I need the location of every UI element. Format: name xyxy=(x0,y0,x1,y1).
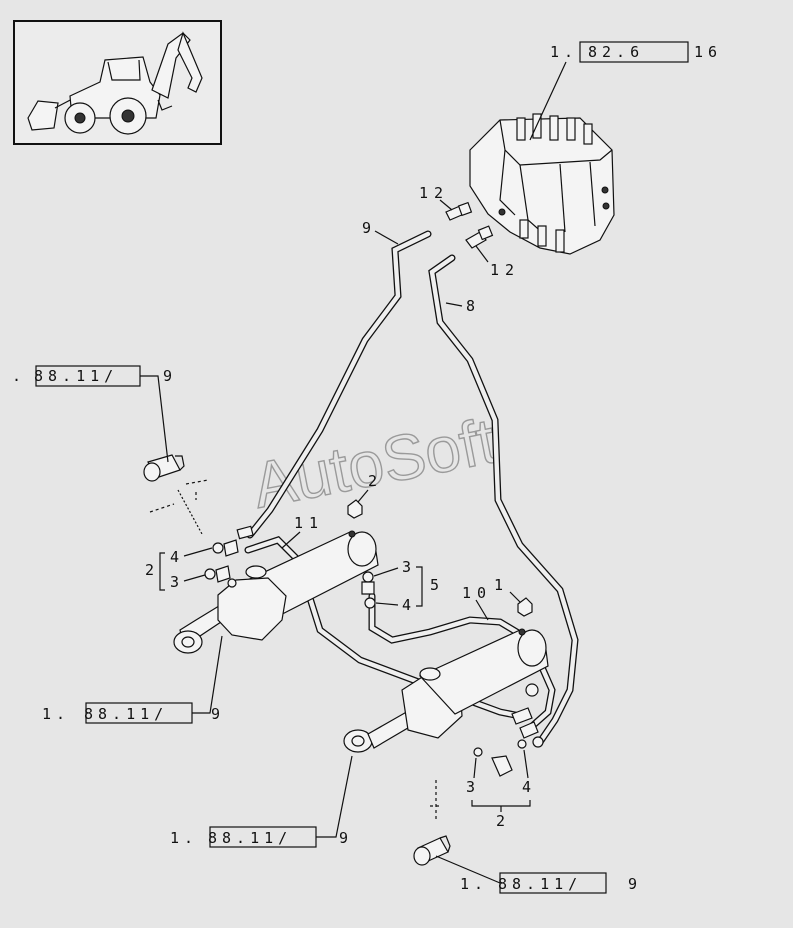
callout-group-bot-2: 2 xyxy=(496,812,505,830)
leader-pipe-left xyxy=(374,230,399,245)
callout-pipe-left: 9 xyxy=(362,219,371,237)
plug-2[interactable] xyxy=(347,499,363,519)
callout-group-mid-3: 3 xyxy=(402,558,411,576)
ref-bottom-suffix: 9 xyxy=(628,875,642,893)
ref-bottom-prefix: 1. xyxy=(460,875,488,893)
ref-cyl-bottom-prefix: 1. xyxy=(170,829,198,847)
hydraulic-cylinder-lower[interactable] xyxy=(343,628,549,753)
ref-cyl-bottom-suffix: 9 xyxy=(339,829,353,847)
leader-ref-cyl-bottom xyxy=(316,755,353,838)
leader-bot-4 xyxy=(523,749,529,779)
bracket-mid xyxy=(416,566,423,607)
callout-group-left-2: 2 xyxy=(145,561,154,579)
ref-cyl-bottom[interactable]: 1. 88.11/ 9 xyxy=(170,826,353,848)
leader-pipe-11 xyxy=(281,531,301,549)
callout-group-bot-3: 3 xyxy=(466,778,475,796)
ref-cyl-left[interactable]: 1. 88.11/ 9 xyxy=(42,702,225,724)
ref-bottom[interactable]: 1. 88.11/ 9 xyxy=(460,872,642,894)
hydraulic-cylinder-upper[interactable] xyxy=(173,530,379,654)
ref-valve-prefix: 1. xyxy=(550,43,578,61)
leader-ref-left-top xyxy=(140,375,169,463)
leader-pipe-10 xyxy=(475,599,489,621)
backhoe-loader-icon xyxy=(27,31,203,135)
thumbnail-frame[interactable] xyxy=(13,20,222,145)
guide-pin-left-2 xyxy=(177,489,203,535)
leader-pipe-right xyxy=(445,302,463,307)
leader-fitting-lower xyxy=(475,245,489,263)
leader-plug-right xyxy=(509,591,521,603)
fitting-group-bottom[interactable] xyxy=(473,683,544,777)
callout-fitting-upper: 12 xyxy=(419,184,449,202)
ref-cyl-left-prefix: 1. xyxy=(42,705,70,723)
callout-group-left-3: 3 xyxy=(170,573,179,591)
callout-group-mid-4: 4 xyxy=(402,596,411,614)
bracket-bottom xyxy=(471,800,531,807)
callout-fitting-lower: 12 xyxy=(490,261,520,279)
hose-pipe-8[interactable] xyxy=(428,254,579,746)
ref-cyl-bottom-code: 88.11/ xyxy=(208,829,292,847)
leader-mid-4 xyxy=(375,602,399,606)
pin-bottom[interactable] xyxy=(413,835,451,866)
fitting-12-lower[interactable] xyxy=(465,225,494,249)
callout-group-bot-4: 4 xyxy=(522,778,531,796)
hose-pipe-9[interactable] xyxy=(246,230,432,539)
ref-cyl-left-suffix: 9 xyxy=(211,705,225,723)
callout-plug-right: 1 xyxy=(494,576,503,594)
ref-left-top-prefix: . xyxy=(12,367,26,385)
guide-pin-bottom xyxy=(430,780,442,820)
plug-1[interactable] xyxy=(517,597,533,617)
leader-fitting-upper xyxy=(439,199,453,211)
callout-group-left-4: 4 xyxy=(170,548,179,566)
guide-pin-left xyxy=(149,479,209,513)
fitting-group-mid[interactable] xyxy=(361,571,376,609)
ref-valve-suffix: 16 xyxy=(694,43,722,61)
callout-pipe-10: 10 xyxy=(462,584,492,602)
fitting-group-left[interactable] xyxy=(204,525,254,588)
leader-left-3 xyxy=(183,574,206,582)
leader-plug-top xyxy=(357,489,369,503)
callout-pipe-11: 11 xyxy=(294,514,324,532)
hose-pipe-11[interactable] xyxy=(244,535,524,720)
watermark-text: AutoSoft xyxy=(247,404,502,522)
callout-plug-top: 2 xyxy=(368,472,377,490)
bracket-left xyxy=(159,552,165,591)
callout-group-mid-5: 5 xyxy=(430,576,439,594)
hose-pipe-10[interactable] xyxy=(368,592,556,732)
ref-valve-code: 82.6 xyxy=(588,43,644,61)
leader-bot-3 xyxy=(473,757,477,779)
ref-left-top-suffix: 9 xyxy=(163,367,177,385)
ref-bottom-code: 88.11/ xyxy=(498,875,582,893)
ref-left-top[interactable]: . 88.11/ 9 xyxy=(12,365,177,387)
callout-pipe-right: 8 xyxy=(466,297,475,315)
leader-ref-bottom xyxy=(435,855,501,884)
ref-valve[interactable]: 1. 82.6 16 xyxy=(550,41,722,63)
ref-cyl-left-code: 88.11/ xyxy=(84,705,168,723)
leader-mid-3 xyxy=(373,567,399,577)
ref-left-top-code: 88.11/ xyxy=(34,367,118,385)
leader-valve xyxy=(529,61,567,141)
leader-ref-cyl-left xyxy=(192,635,223,714)
fitting-12-upper[interactable] xyxy=(445,201,473,221)
leader-left-4 xyxy=(183,547,213,557)
pin-left[interactable] xyxy=(143,454,185,482)
